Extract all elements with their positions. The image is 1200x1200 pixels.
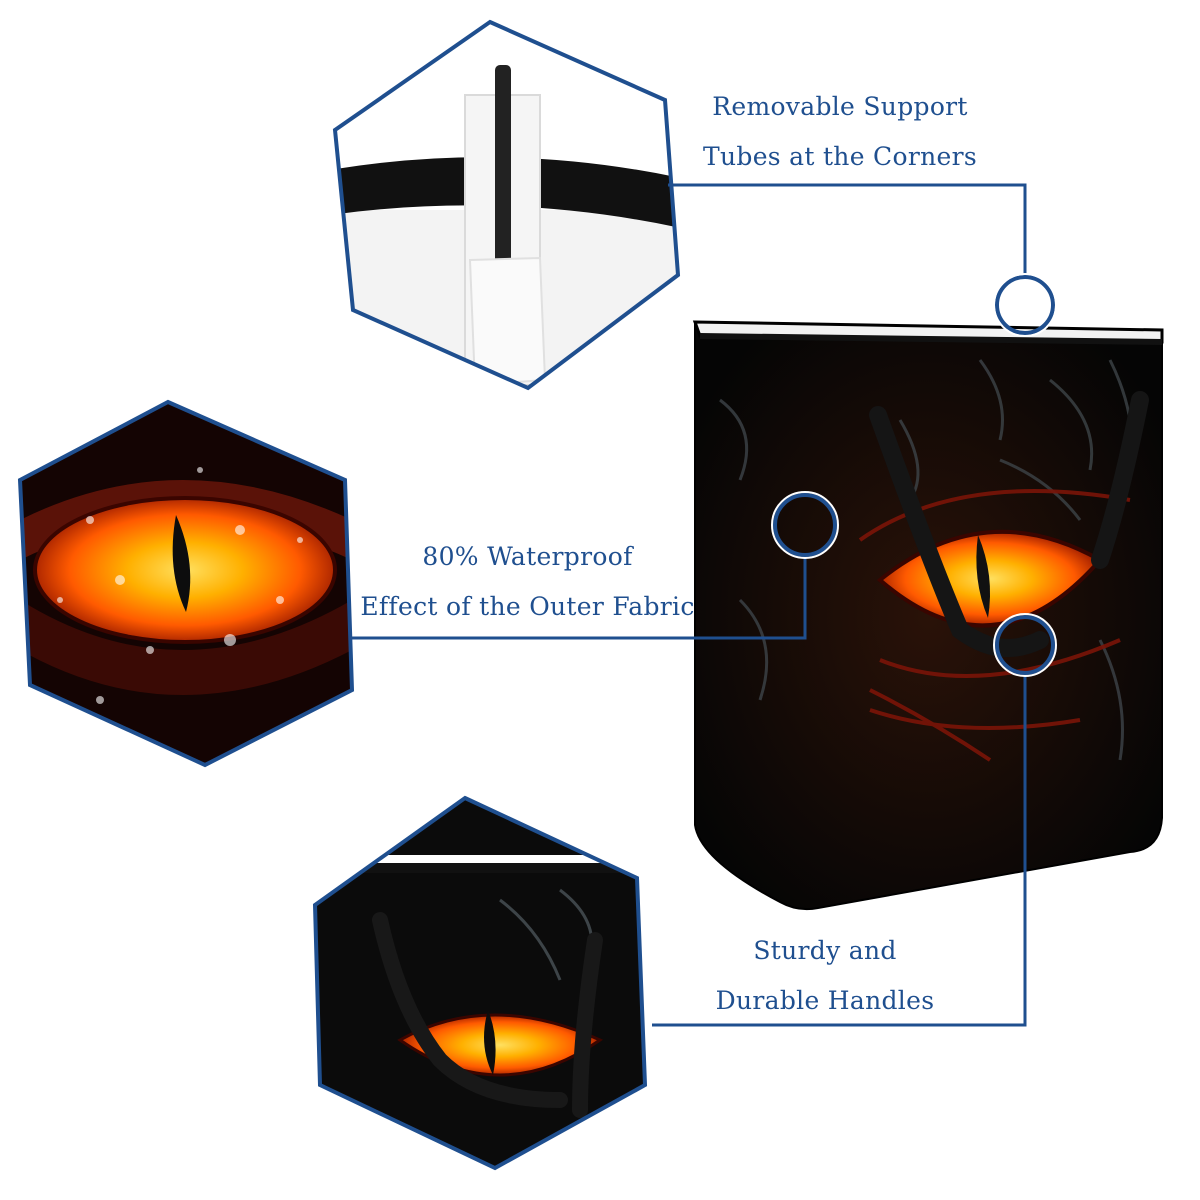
callout-handles: Sturdy and Durable Handles: [690, 926, 960, 1026]
callout-line: 80% Waterproof: [422, 542, 633, 571]
laundry-basket: [692, 320, 1164, 911]
hexagon-callout-frame: [17, 399, 355, 768]
hexagon-callout-frame: [312, 795, 648, 1171]
callout-line: Tubes at the Corners: [703, 142, 977, 171]
hexagon-callout-frame: [332, 19, 681, 391]
callout-support-tubes: Removable Support Tubes at the Corners: [690, 82, 990, 182]
callout-line: Removable Support: [712, 92, 968, 121]
connector-lines: [352, 183, 1027, 1027]
bag-handle: [869, 391, 1149, 657]
callout-line: Effect of the Outer Fabric: [360, 592, 695, 621]
callout-line: Sturdy and: [753, 936, 897, 965]
callout-circle-marker: [773, 275, 1055, 675]
callout-waterproof: 80% Waterproof Effect of the Outer Fabri…: [355, 532, 700, 632]
callout-line: Durable Handles: [715, 986, 935, 1015]
